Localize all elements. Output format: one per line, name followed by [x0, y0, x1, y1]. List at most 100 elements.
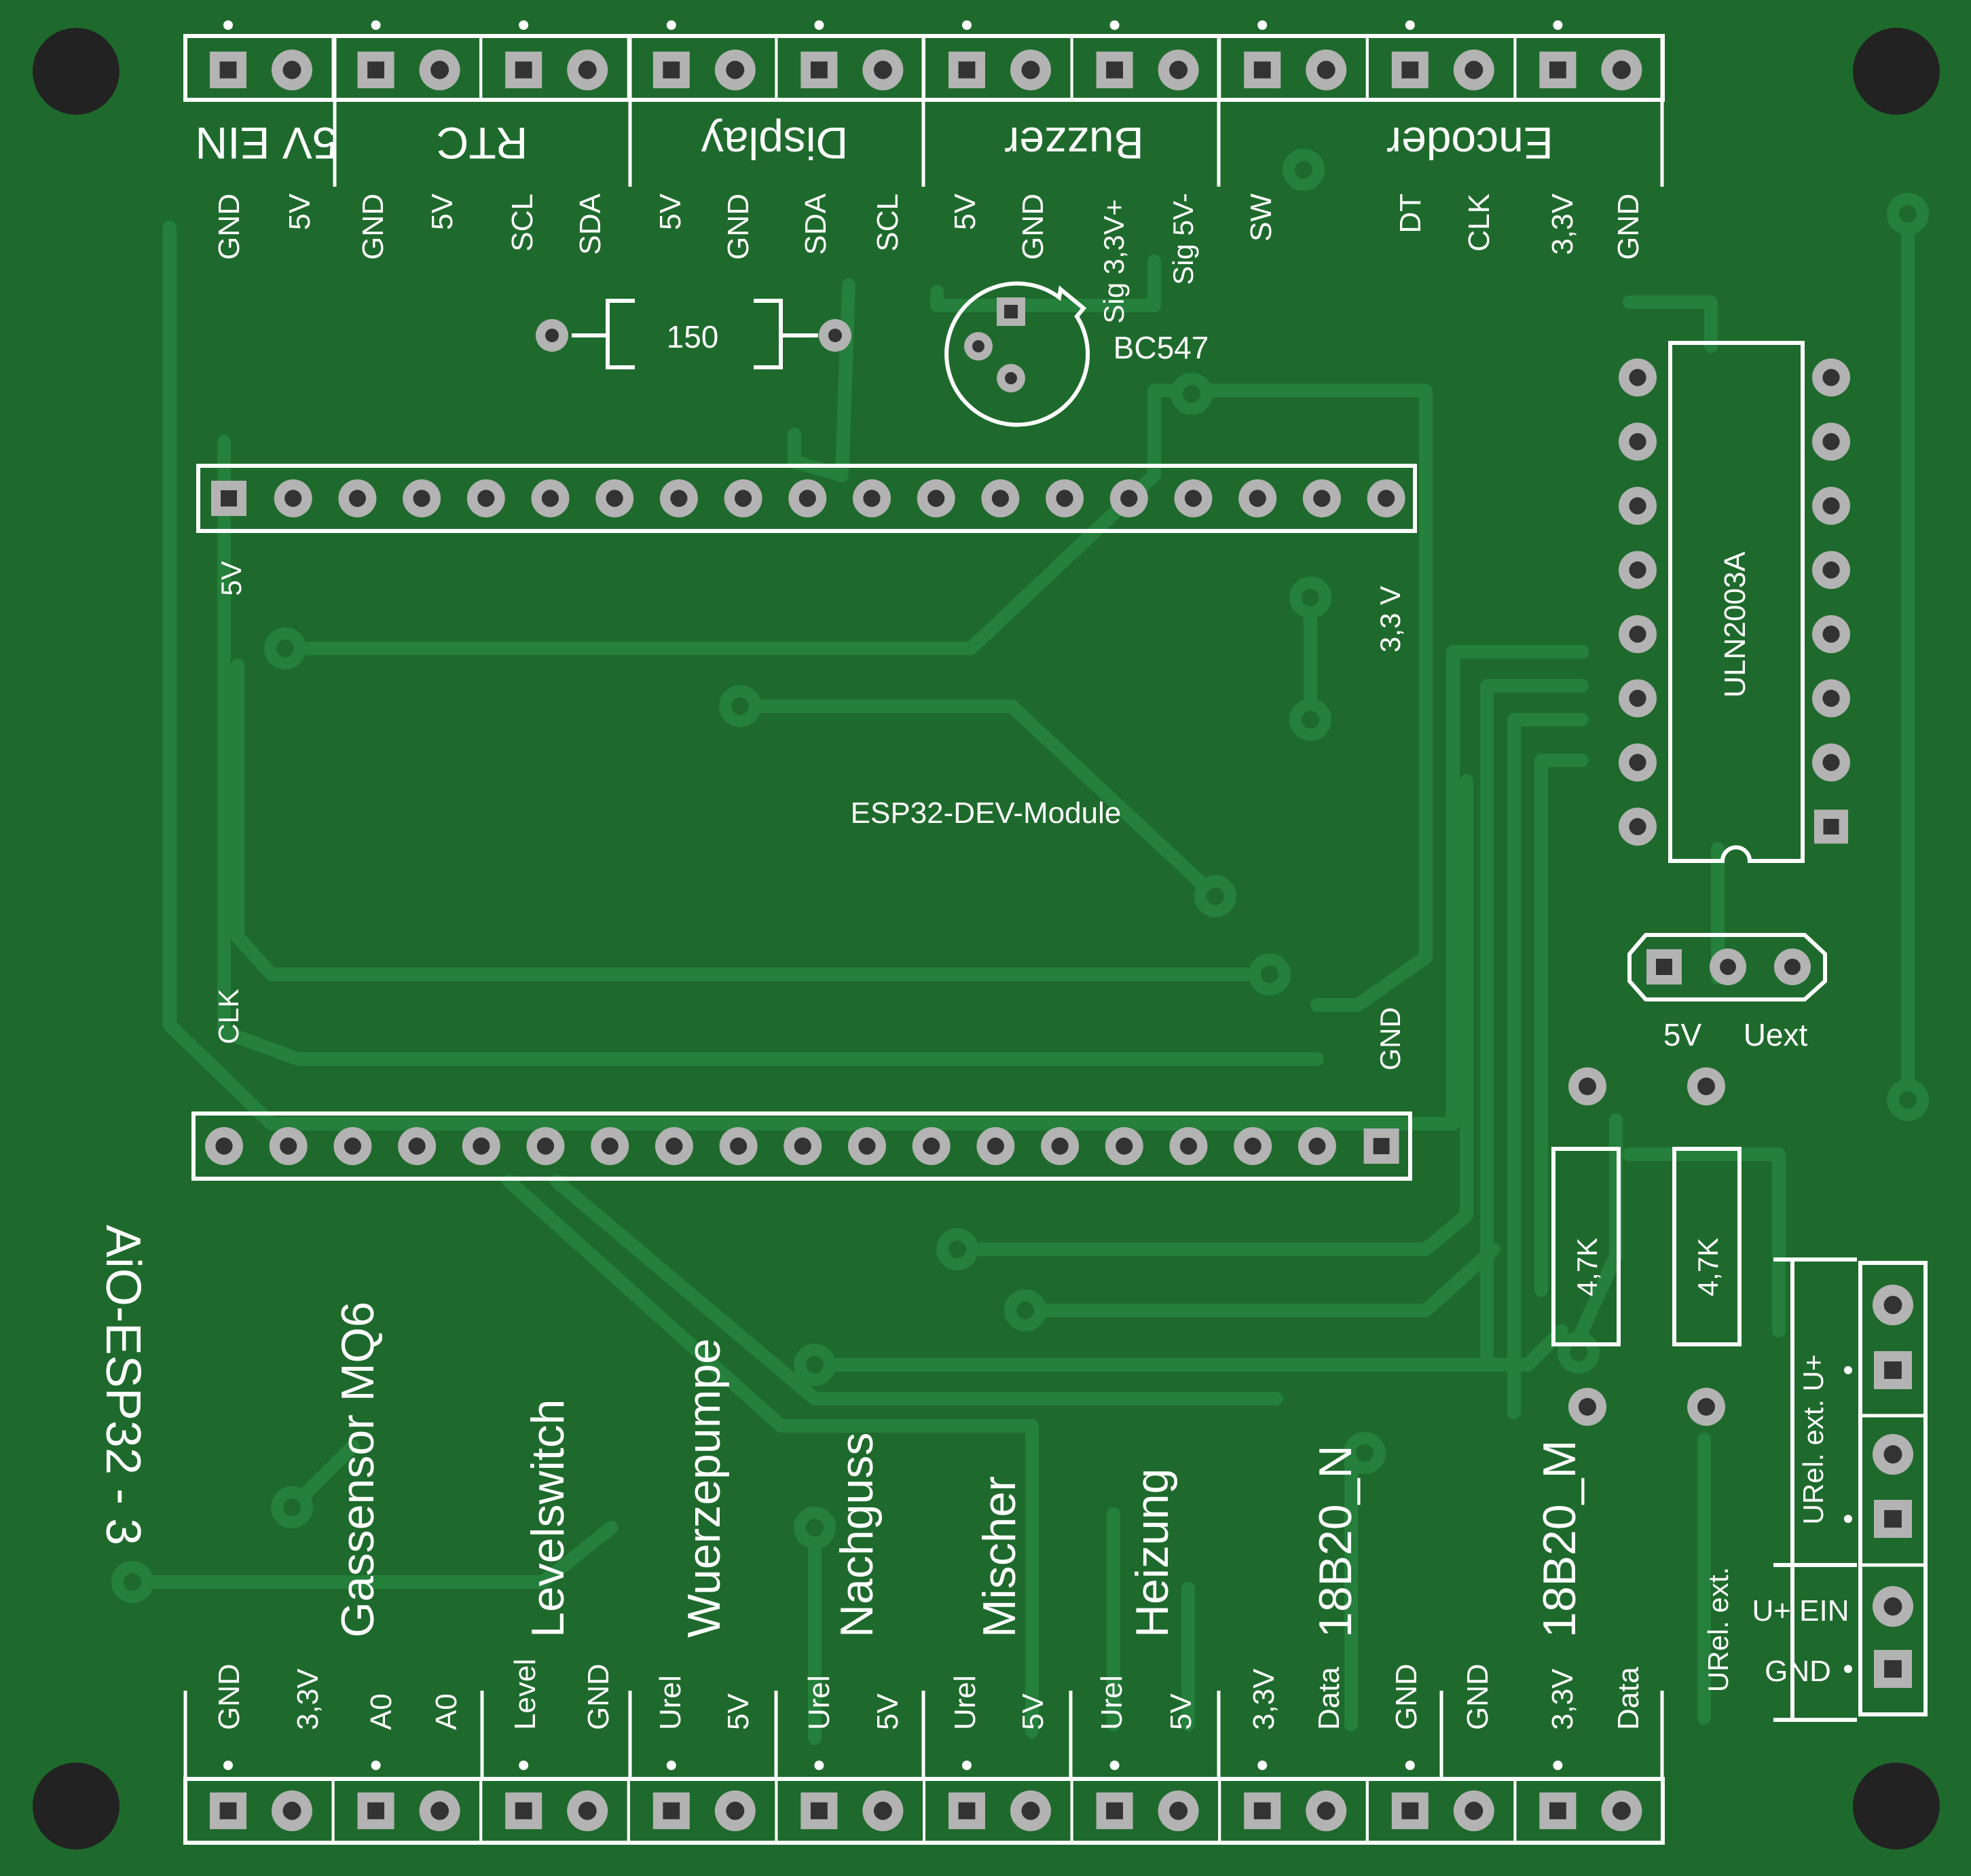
pad-hole — [665, 1137, 683, 1155]
pad-hole — [1465, 60, 1484, 79]
pad-hole — [601, 1137, 619, 1155]
voltage-jumper: 5V Uext — [1627, 933, 1827, 1052]
pullup-2-outline — [1672, 1147, 1742, 1346]
relay-bracket — [1773, 1257, 1857, 1722]
via — [1283, 149, 1325, 191]
pad-hole — [1884, 1510, 1902, 1528]
relay-pin3-dot — [1844, 1665, 1852, 1673]
pad-hole — [367, 61, 385, 79]
pad-hole — [794, 1137, 811, 1155]
pad-hole — [1401, 1802, 1419, 1820]
pin1-marker-dot — [1109, 20, 1120, 30]
pad-hole — [958, 1802, 976, 1820]
via — [719, 685, 761, 727]
esp-bottom-header-outline — [191, 1111, 1412, 1181]
pin1-marker-dot — [519, 1761, 529, 1770]
pad-hole — [1884, 1361, 1902, 1379]
top-header-pins — [184, 20, 1664, 101]
bottom-pin-label: 5V — [1016, 1693, 1050, 1730]
pad-hole — [1021, 1801, 1040, 1820]
mount-hole-top-right — [1853, 28, 1940, 115]
pad-hole — [1184, 490, 1202, 507]
pad-hole — [473, 1137, 490, 1155]
pad-hole — [726, 1801, 745, 1820]
top-group-label: Display — [701, 118, 848, 168]
pad-hole — [858, 1137, 876, 1155]
relay-terminal: URel. ext. U+ URel. ext. U+ EIN GND — [1702, 1257, 1928, 1722]
transistor-pin1-label: Sig 3,3V+ — [1098, 199, 1130, 323]
bottom-pin-label: Data — [1312, 1667, 1346, 1730]
transistor-name: BC547 — [1113, 330, 1209, 365]
top-group-label: Encoder — [1386, 118, 1553, 168]
pullup-pad-hole — [1697, 1398, 1715, 1416]
pad-hole — [1169, 60, 1188, 79]
esp-pin-5v-label: 5V — [215, 561, 247, 595]
bottom-group-label: Levelswitch — [522, 1399, 574, 1638]
pad-hole — [1823, 819, 1839, 834]
pad-hole — [413, 490, 430, 507]
pad-hole — [810, 1802, 828, 1820]
pin1-marker-dot — [962, 20, 972, 30]
bottom-pin-label: GND — [582, 1663, 615, 1730]
pad-hole — [1629, 497, 1646, 515]
esp-module-label: ESP32-DEV-Module — [851, 796, 1122, 830]
jumper-uext-label: Uext — [1744, 1017, 1808, 1052]
top-pin-label: GND — [213, 194, 246, 260]
bottom-pin-label: Urel — [1095, 1675, 1128, 1730]
pad-hole — [1120, 490, 1138, 507]
pin1-marker-dot — [519, 20, 529, 30]
pad-hole — [798, 490, 816, 507]
pad-hole — [1822, 754, 1840, 771]
uln2003a-label: ULN2003A — [1718, 551, 1752, 698]
via — [794, 1344, 836, 1386]
top-pin-label: SW — [1245, 194, 1278, 242]
bottom-pin-label: 5V — [722, 1693, 755, 1730]
pad-hole — [1021, 60, 1040, 79]
top-group-separators — [333, 36, 1664, 187]
transistor-pad-hole — [972, 340, 984, 352]
pad-hole — [730, 1137, 748, 1155]
esp-pin-gnd-label: GND — [1374, 1007, 1406, 1070]
bottom-pin-label: 3,3V — [291, 1668, 325, 1730]
pad-hole — [1629, 369, 1646, 386]
uln2003a-pins — [1619, 358, 1850, 846]
transistor-bc547: BC547 Sig 3,3V+ Sig 5V- — [944, 193, 1209, 427]
pad-hole — [1106, 61, 1124, 79]
pad-hole — [1883, 1445, 1902, 1464]
pad-hole — [1629, 754, 1646, 771]
pad-hole — [219, 61, 237, 79]
pad-hole — [1883, 1295, 1902, 1314]
esp-pin-3v3-label: 3,3 V — [1374, 586, 1406, 652]
relay-u-ein-label: U+ EIN — [1752, 1594, 1849, 1627]
pad-hole — [1822, 561, 1840, 579]
pad-hole — [1056, 490, 1073, 507]
via — [1289, 576, 1331, 619]
pad-hole — [1884, 1660, 1902, 1678]
pad-hole — [1629, 689, 1646, 707]
top-pin-label: 5V — [654, 193, 687, 229]
top-pin-label: DT — [1394, 194, 1427, 234]
pad-hole — [1116, 1137, 1133, 1155]
top-pin-label: SDA — [799, 193, 832, 255]
bottom-terminal-block — [1513, 1778, 1664, 1844]
bottom-group-label: 18B20_M — [1534, 1440, 1585, 1638]
resistor-value: 150 — [667, 319, 719, 354]
via — [1004, 1289, 1046, 1331]
pad-hole — [536, 1137, 555, 1155]
pullup-1-outline — [1551, 1147, 1621, 1346]
top-pin-label: SCL — [871, 194, 904, 252]
pad-hole — [1373, 1138, 1390, 1154]
bottom-pin-label: 3,3V — [1247, 1668, 1281, 1730]
pad-hole — [958, 61, 976, 79]
esp-top-header — [211, 479, 1405, 517]
pin1-marker-dot — [1109, 1761, 1120, 1770]
top-pin-label: 5V — [948, 193, 982, 229]
bottom-pin-label: GND — [1461, 1663, 1494, 1730]
pad-hole — [663, 61, 680, 79]
pad-hole — [1629, 561, 1646, 579]
